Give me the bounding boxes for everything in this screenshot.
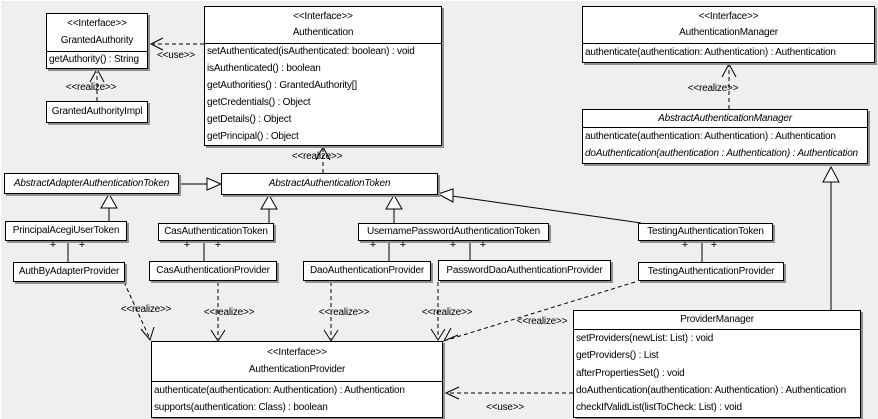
class-name: UsernamePasswordAuthenticationToken <box>366 226 541 237</box>
realize-label: <<realize>> <box>516 316 568 327</box>
class-granted-authority[interactable]: <<Interface>> GrantedAuthority getAuthor… <box>46 13 148 69</box>
class-abstract-adapter-authentication-token[interactable]: AbstractAdapterAuthenticationToken <box>4 173 179 194</box>
multiplicity-label: + <box>369 239 377 251</box>
generalization-cas-token <box>260 193 278 223</box>
method: afterPropertiesSet() : void <box>576 367 685 379</box>
class-authentication[interactable]: <<Interface>> Authentication setAuthenti… <box>204 6 442 146</box>
class-name: PasswordDaoAuthenticationProvider <box>446 264 603 276</box>
arrowheads <box>89 37 737 400</box>
method: supports(authentication: Class) : boolea… <box>154 402 328 414</box>
multiplicity-label: + <box>78 239 86 251</box>
generalization-testing-token <box>436 188 642 224</box>
realize-label: <<realize>> <box>203 307 255 318</box>
class-granted-authority-impl[interactable]: GrantedAuthorityImpl <box>46 101 148 123</box>
class-name: AbstractAuthenticationManager <box>658 112 792 124</box>
class-name: AuthByAdapterProvider <box>18 266 120 277</box>
realize-authbyadapter-provider <box>123 281 151 340</box>
method: getAuthorities() : GrantedAuthority[] <box>207 80 357 92</box>
realize-label: <<realize>> <box>65 82 117 93</box>
class-testing-authentication-token[interactable]: TestingAuthenticationToken <box>638 223 773 241</box>
class-cas-authentication-provider[interactable]: CasAuthenticationProvider <box>149 261 277 281</box>
generalization-providermanager-to-abstractmanager <box>822 165 840 310</box>
class-name: AbstractAdapterAuthenticationToken <box>13 177 170 189</box>
realize-label: <<realize>> <box>421 307 473 318</box>
class-name: Authentication <box>292 27 354 38</box>
stereotype-label: <<Interface>> <box>293 11 353 22</box>
class-auth-by-adapter-provider[interactable]: AuthByAdapterProvider <box>13 262 125 282</box>
use-label: <<use>> <box>156 50 196 61</box>
realize-label: <<realize>> <box>687 83 739 94</box>
realize-testing-provider <box>446 281 636 341</box>
method: authenticate(authentication: Authenticat… <box>585 47 836 58</box>
class-testing-authentication-provider[interactable]: TestingAuthenticationProvider <box>638 262 784 281</box>
stereotype-label: <<Interface>> <box>698 11 759 22</box>
multiplicity-label: + <box>681 239 689 251</box>
generalization-principal-token <box>100 192 118 221</box>
class-name: CasAuthenticationProvider <box>156 265 270 276</box>
method: setProviders(newList: List) : void <box>576 332 714 344</box>
class-name: ProviderManager <box>680 314 754 325</box>
multiplicity-label: + <box>49 239 57 251</box>
class-username-password-authentication-token[interactable]: UsernamePasswordAuthenticationToken <box>358 223 549 241</box>
multiplicity-label: + <box>449 239 457 251</box>
class-name: AuthenticationProvider <box>248 364 346 375</box>
use-label: <<use>> <box>485 402 525 413</box>
class-provider-manager[interactable]: ProviderManager setProviders(newList: Li… <box>573 310 861 418</box>
method: checkIfValidList(listToCheck: List) : vo… <box>576 402 742 414</box>
method: getCredentials() : Object <box>207 96 311 108</box>
class-name: GrantedAuthorityImpl <box>51 106 143 117</box>
method: getProviders() : List <box>576 350 659 362</box>
class-dao-authentication-provider[interactable]: DaoAuthenticationProvider <box>303 261 431 281</box>
method: setAuthenticated(isAuthenticated: boolea… <box>207 46 415 58</box>
generalization-usernamepassword-token <box>385 193 403 223</box>
class-authentication-manager[interactable]: <<Interface>> AuthenticationManager auth… <box>582 6 875 63</box>
class-name: DaoAuthenticationProvider <box>310 265 424 276</box>
method: isAuthenticated() : boolean <box>207 63 321 75</box>
multiplicity-label: + <box>399 239 407 251</box>
method: getPrincipal() : Object <box>207 130 299 142</box>
generalization-adapter-token-to-abstract-token <box>179 177 223 191</box>
class-name: TestingAuthenticationToken <box>647 226 764 237</box>
realize-label: <<realize>> <box>291 151 343 162</box>
class-password-dao-authentication-provider[interactable]: PasswordDaoAuthenticationProvider <box>438 260 611 281</box>
multiplicity-label: + <box>183 239 191 251</box>
multiplicity-label: + <box>710 239 718 251</box>
realize-label: <<realize>> <box>120 304 172 315</box>
multiplicity-label: + <box>214 239 222 251</box>
class-principal-acegi-user-token[interactable]: PrincipalAcegiUserToken <box>5 221 127 241</box>
class-abstract-authentication-manager[interactable]: AbstractAuthenticationManager authentica… <box>582 109 868 164</box>
method: doAuthentication(authentication : Authen… <box>585 148 858 160</box>
realize-label: <<realize>> <box>318 307 370 318</box>
class-authentication-provider[interactable]: <<Interface>> AuthenticationProvider aut… <box>151 341 443 418</box>
class-name: GrantedAuthority <box>60 34 134 46</box>
multiplicity-label: + <box>479 239 487 251</box>
class-name: TestingAuthenticationProvider <box>647 265 775 277</box>
method: doAuthentication(authentication: Authent… <box>576 384 846 396</box>
class-name: CasAuthenticationToken <box>164 226 268 237</box>
method: authenticate(authentication: Authenticat… <box>154 384 405 396</box>
method: getDetails() : Object <box>207 113 292 125</box>
stereotype-label: <<Interface>> <box>67 18 127 30</box>
stereotype-label: <<Interface>> <box>267 347 327 358</box>
class-name: AuthenticationManager <box>679 27 778 38</box>
method: getAuthority() : String <box>49 54 139 65</box>
class-name: AbstractAuthenticationToken <box>268 178 391 189</box>
class-abstract-authentication-token[interactable]: AbstractAuthenticationToken <box>221 173 438 195</box>
class-name: PrincipalAcegiUserToken <box>12 225 120 236</box>
class-cas-authentication-token[interactable]: CasAuthenticationToken <box>158 223 274 241</box>
method: authenticate(authentication: Authenticat… <box>585 130 836 142</box>
